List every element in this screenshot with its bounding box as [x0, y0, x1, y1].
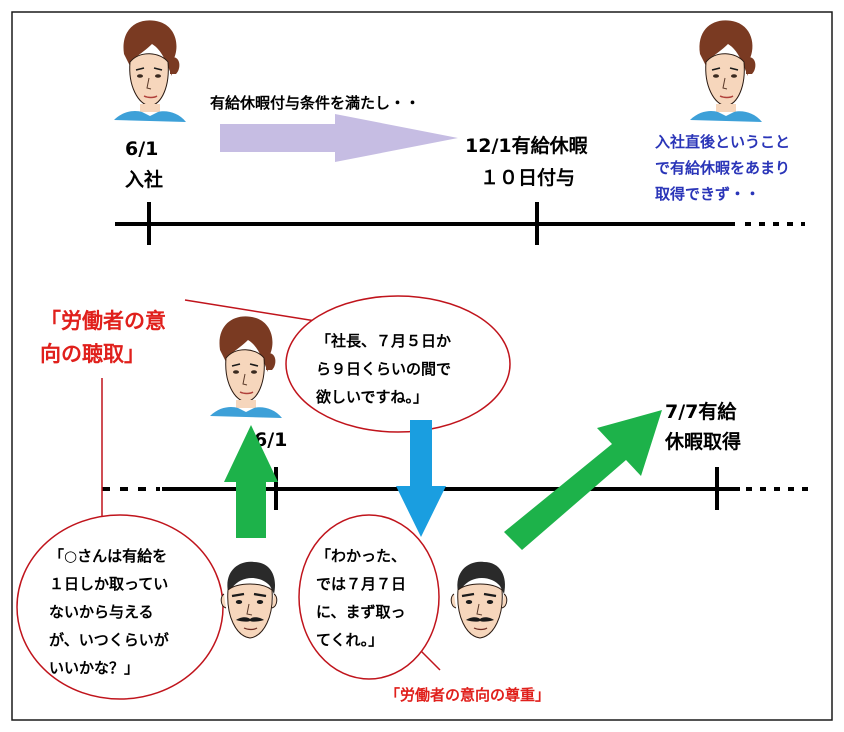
boss-question-line-3: ないから与える: [49, 603, 154, 621]
employee-request-bubble: [285, 295, 511, 433]
start-label: 入社: [125, 168, 163, 191]
boss-answer-line-2: では７月７日: [316, 575, 406, 593]
employee-request-line-1: 「社長、７月５日か: [316, 332, 451, 350]
boss-question-line-4: が、いつくらいが: [49, 631, 170, 649]
start-date: 6/1: [125, 138, 158, 160]
acquire-line-2: 休暇取得: [664, 430, 741, 453]
boss-question-line-1: 「○さんは有給を: [49, 547, 167, 565]
hearing-label-line-1: 「労働者の意: [40, 309, 166, 333]
respect-label: 「労働者の意向の尊重」: [385, 686, 550, 704]
callout-line-respect: [419, 649, 441, 671]
condition-text: 有給休暇付与条件を満たし・・: [210, 94, 420, 112]
acquire-line-1: 7/7有給: [665, 400, 737, 423]
employee-request-line-3: 欲しいですね。」: [315, 388, 428, 406]
boss-question-line-2: １日しか取ってい: [49, 575, 168, 593]
hearing-label-line-2: 向の聴取」: [40, 342, 145, 366]
boss-answer-line-3: に、まず取っ: [316, 603, 406, 621]
boss-question-bubble: [16, 514, 224, 700]
arrow-green-up: [224, 425, 278, 538]
grant-line-1: 12/1有給休暇: [465, 134, 588, 157]
boss-question-line-5: いいかな？」: [49, 659, 139, 677]
note-line-3: 取得できず・・: [655, 185, 760, 203]
boss-answer-line-4: てくれ。」: [316, 631, 383, 649]
employee-request-line-2: ら９日くらいの間で: [316, 360, 451, 378]
grant-line-2: １０日付与: [480, 166, 575, 189]
boss-answer-bubble: [298, 514, 440, 680]
arrow-green-diagonal: [504, 410, 662, 550]
note-line-1: 入社直後ということ: [655, 133, 790, 151]
arrow-blue-down: [396, 420, 446, 537]
bottom-date-marker: 6/1: [254, 429, 287, 451]
boss-answer-line-1: 「わかった、: [316, 547, 406, 565]
arrow-lavender: [220, 114, 458, 162]
note-line-2: で有給休暇をあまり: [655, 159, 790, 177]
callout-line-hearing: [184, 299, 323, 323]
